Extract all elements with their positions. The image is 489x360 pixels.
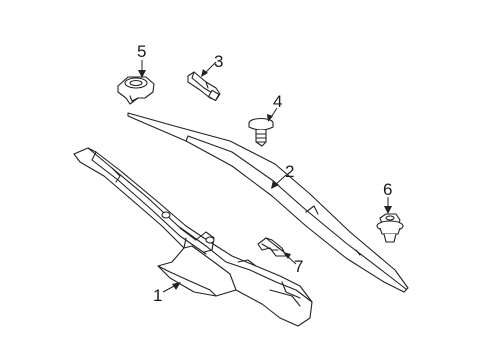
part-6-fastener	[376, 213, 404, 243]
part-1-pillar-trim	[73, 147, 313, 327]
callout-1: 1	[153, 286, 163, 305]
callout-4: 4	[273, 92, 283, 111]
part-3-clip	[187, 71, 221, 102]
callout-3: 3	[214, 52, 224, 71]
callout-5: 5	[137, 42, 147, 61]
part-4-push-retainer	[248, 117, 274, 147]
part-7-spring-clip	[257, 237, 287, 257]
part-5-grommet	[117, 76, 155, 105]
leader-lines	[138, 60, 392, 293]
callout-7: 7	[294, 257, 304, 276]
callout-6: 6	[383, 180, 393, 199]
callout-2: 2	[285, 162, 295, 181]
part-2-garnish-strip	[127, 112, 409, 293]
